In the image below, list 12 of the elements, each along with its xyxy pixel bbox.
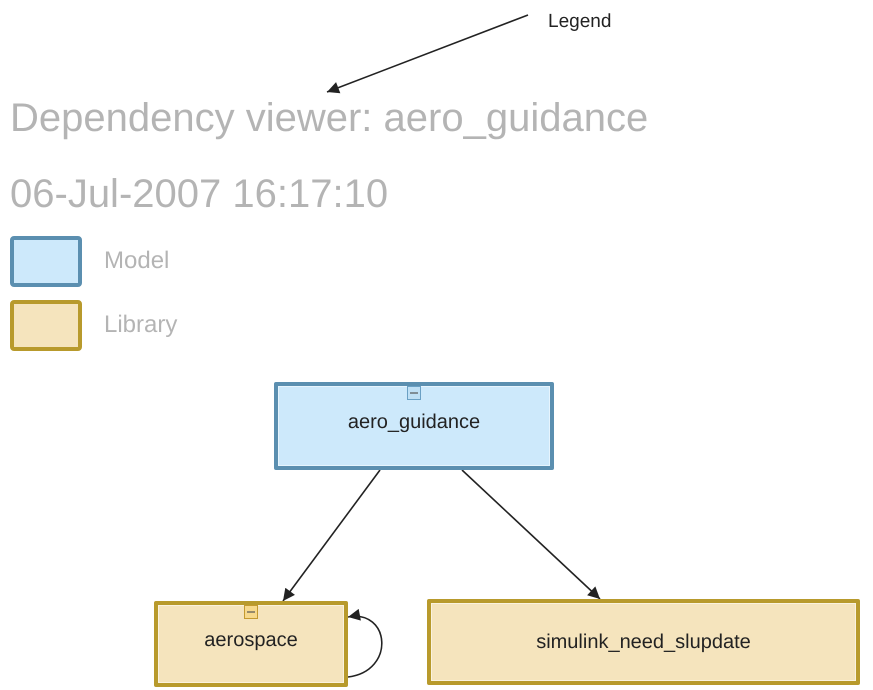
callout-label: Legend: [548, 11, 612, 33]
legend-label: Library: [104, 311, 178, 339]
dependency-arrow: [282, 470, 381, 602]
model-block: aero_guidance: [274, 382, 554, 470]
dependency-arrow: [348, 610, 383, 678]
timestamp-label: 06-Jul-2007 16:17:10: [10, 172, 388, 217]
leader-arrow: [326, 14, 528, 94]
legend-label: Model: [104, 247, 170, 275]
diagram-title: Dependency viewer: aero_guidance: [10, 96, 648, 141]
dependency-arrow: [461, 469, 601, 600]
library-block: simulink_need_slupdate: [427, 599, 860, 685]
library-block: aerospace: [154, 601, 348, 687]
